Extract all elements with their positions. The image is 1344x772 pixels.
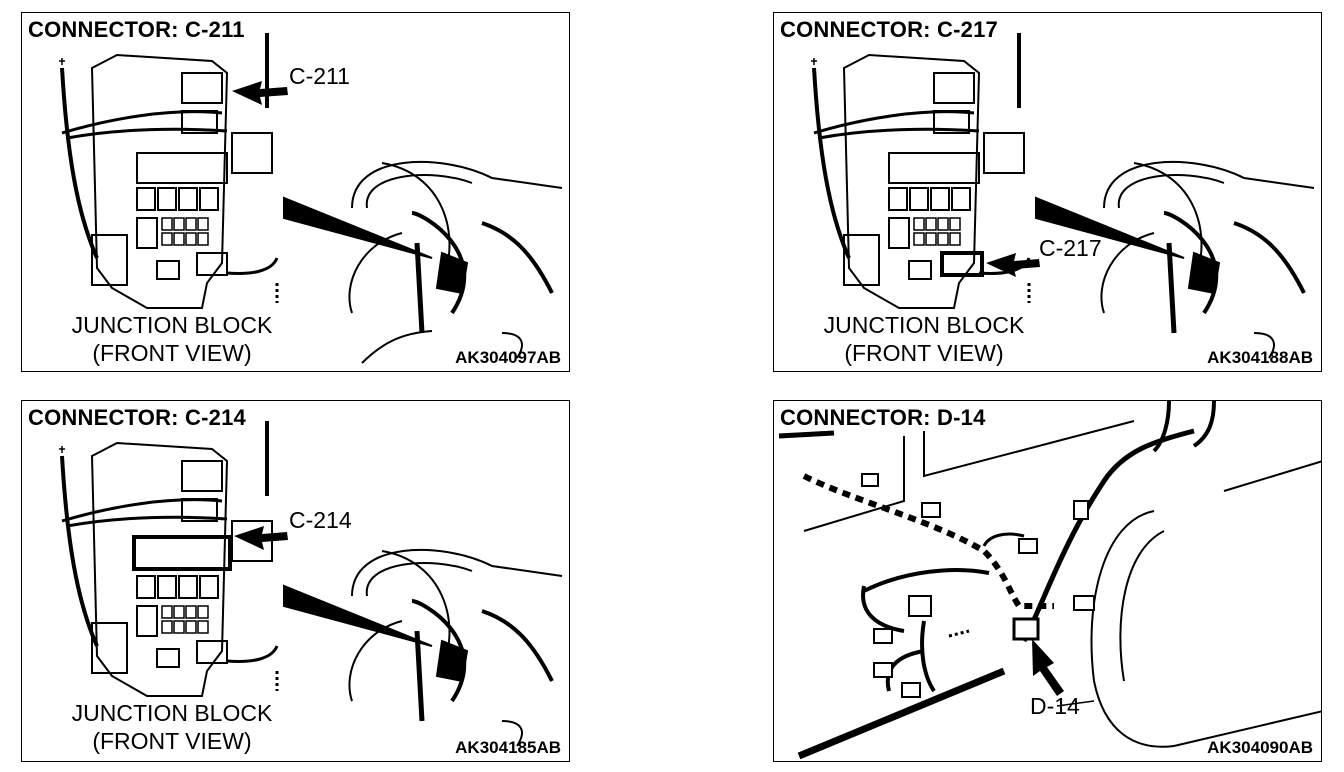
panel-title: CONNECTOR: C-214 [28,405,246,430]
connector-callout: C-217 [1039,235,1102,261]
block-label-line1: JUNCTION BLOCK [71,312,273,338]
callout-arrow [232,81,288,105]
figure-code: AK304188AB [1207,348,1313,367]
block-label-line2: (FRONT VIEW) [92,728,252,754]
panel-title: CONNECTOR: C-217 [780,17,998,42]
connector-callout: C-211 [289,63,350,89]
callout-arrow [234,526,288,550]
diagram-panel-c217: CONNECTOR: C-217 C-217 JUNCTION BLOCK (F… [773,12,1322,372]
connector-callout: C-214 [289,507,352,533]
block-label: JUNCTION BLOCK (FRONT VIEW) [22,311,322,367]
harness-illustration [778,401,1321,760]
figure-code: AK304090AB [1207,738,1313,757]
callout-arrow [986,253,1040,277]
block-label-line1: JUNCTION BLOCK [71,700,273,726]
junction-block-illustration [59,33,563,364]
block-label: JUNCTION BLOCK (FRONT VIEW) [774,311,1074,367]
diagram-panel-c214: CONNECTOR: C-214 C-214 JUNCTION BLOCK (F… [21,400,570,762]
panel-title: CONNECTOR: D-14 [780,405,986,430]
panel-title: CONNECTOR: C-211 [28,17,245,42]
figure-code: AK304097AB [455,348,561,367]
block-label: JUNCTION BLOCK (FRONT VIEW) [22,699,322,755]
junction-block-illustration [59,421,563,747]
connector-callout: D-14 [1030,693,1080,719]
diagram-panel-d14: CONNECTOR: D-14 D-14 AK304090AB [773,400,1322,762]
junction-block-illustration [811,33,1315,359]
figure-code: AK304185AB [455,738,561,757]
diagram-panel-c211: CONNECTOR: C-211 C-211 JUNCTION BLOCK (F… [21,12,570,372]
block-label-line1: JUNCTION BLOCK [823,312,1025,338]
block-label-line2: (FRONT VIEW) [92,340,252,366]
callout-arrow [1032,639,1064,696]
block-label-line2: (FRONT VIEW) [844,340,1004,366]
